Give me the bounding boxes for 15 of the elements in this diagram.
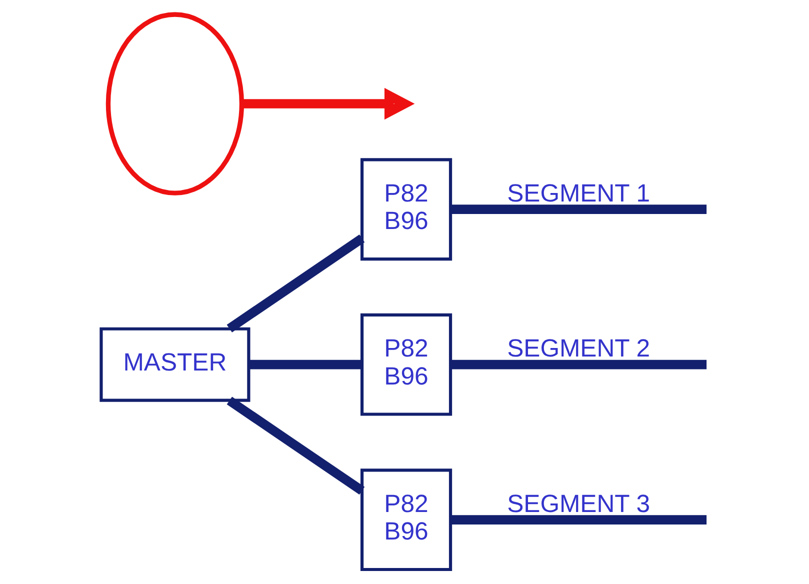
node-box: P82 B96 <box>360 468 452 572</box>
connector <box>226 234 365 332</box>
connector <box>450 360 707 370</box>
node-box: MASTER <box>100 327 250 402</box>
connector <box>248 360 362 370</box>
connector <box>450 204 707 214</box>
connector <box>226 396 365 495</box>
node-circle <box>106 12 244 196</box>
edge-label: SEGMENT 1 <box>507 180 650 208</box>
node-box: P82 B96 <box>360 313 452 416</box>
node-box: P82 B96 <box>360 158 452 261</box>
arrow <box>242 88 415 120</box>
connector <box>450 515 707 524</box>
edge-label: SEGMENT 3 <box>507 490 650 518</box>
edge-label: SEGMENT 2 <box>507 336 650 363</box>
